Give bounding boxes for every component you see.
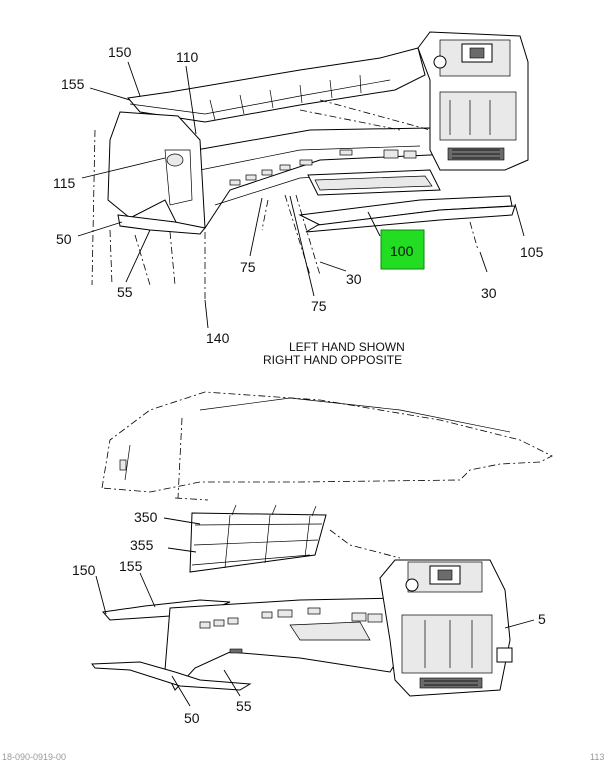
callout-355: 355 — [130, 537, 154, 553]
callout-100: 100 — [390, 243, 414, 259]
drawing-number: 18-090-0919-00 — [2, 752, 66, 761]
note-left-hand: LEFT HAND SHOWN — [289, 340, 405, 354]
callout-115: 115 — [53, 175, 76, 191]
top-leaders — [77, 61, 525, 329]
callout-155-bottom: 155 — [119, 558, 143, 574]
callout-50-top: 50 — [56, 231, 72, 247]
callout-150-top: 150 — [108, 44, 132, 60]
note-right-hand: RIGHT HAND OPPOSITE — [263, 353, 402, 367]
callout-100-highlight — [380, 229, 425, 270]
bottom-leaders — [95, 517, 535, 707]
top-assembly — [91, 31, 529, 300]
footer: 18-090-0919-00 113 — [2, 752, 604, 761]
orientation-note: LEFT HAND SHOWN RIGHT HAND OPPOSITE — [263, 340, 405, 367]
callout-75-a: 75 — [240, 259, 256, 275]
callout-105: 105 — [520, 244, 544, 260]
callout-30-b: 30 — [481, 285, 497, 301]
callout-5: 5 — [538, 611, 546, 627]
callout-350: 350 — [134, 509, 158, 525]
bottom-assembly — [91, 391, 553, 697]
callout-150-bottom: 150 — [72, 562, 96, 578]
page-number: 113 — [590, 752, 604, 761]
callout-55-top: 55 — [117, 284, 133, 300]
bottom-callouts: 350 355 150 155 5 50 55 — [72, 509, 546, 726]
callout-140: 140 — [206, 330, 230, 346]
callout-30-a: 30 — [346, 271, 362, 287]
callout-50-bottom: 50 — [184, 710, 200, 726]
callout-110: 110 — [176, 49, 199, 65]
callout-55-bottom: 55 — [236, 698, 252, 714]
callout-155-top: 155 — [61, 76, 85, 92]
callout-75-b: 75 — [311, 298, 327, 314]
top-callouts: 150 155 110 115 50 55 75 75 140 30 30 10… — [53, 44, 544, 346]
